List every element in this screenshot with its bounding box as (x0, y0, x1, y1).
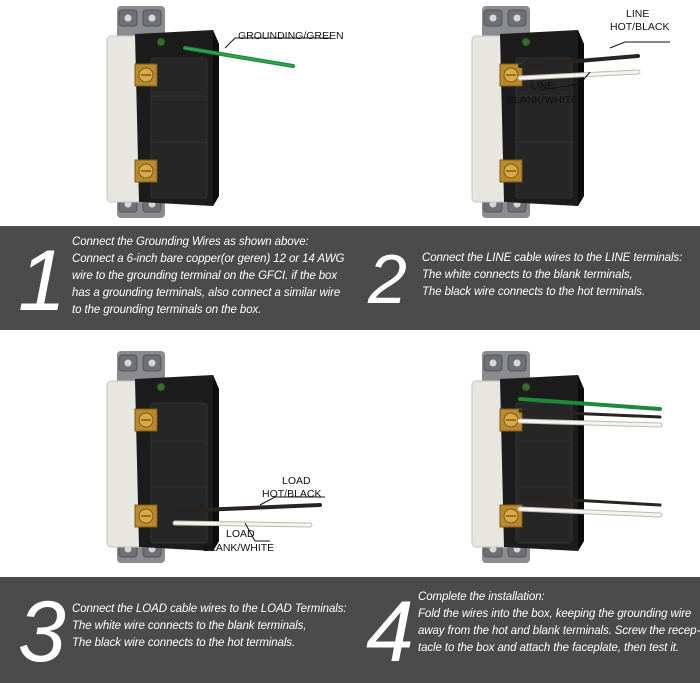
instructions-panel-top: 1 Connect the Grounding Wires as shown a… (0, 226, 700, 330)
step-number-3: 3 (18, 584, 66, 680)
callout-load-blank-1: LOAD (226, 528, 255, 540)
step-2-line: The black wire connects to the hot termi… (422, 286, 646, 298)
step-4-line: Complete the installation: (418, 591, 545, 603)
step-3-line: Connect the LOAD cable wires to the LOAD… (72, 603, 347, 615)
callout-line-hot-1: LINE (626, 8, 650, 20)
black-hot-wire (518, 54, 640, 68)
gfci-receptacle-illustration (106, 351, 325, 563)
black-hot-wire (173, 503, 322, 513)
callout-load-blank-2: BLANK/WHITE (203, 542, 275, 554)
step-number-4: 4 (366, 584, 414, 680)
gfci-receptacle-illustration (471, 6, 670, 218)
step-3-line: The white wire connects to the blank ter… (72, 620, 307, 632)
step-4-line: Fold the wires into the box, keeping the… (418, 608, 692, 620)
step-2-line: Connect the LINE cable wires to the LINE… (422, 252, 683, 264)
step-1-line: to the grounding terminals on the box. (72, 304, 262, 316)
green-ground-wire (518, 397, 662, 411)
step-number-2: 2 (368, 240, 407, 318)
white-neutral-wire (173, 521, 312, 527)
callout-line-blank-2: BLANK/WHITE (507, 94, 579, 106)
step-1-line: wire to the grounding terminal on the GF… (72, 270, 337, 282)
gfci-receptacle-illustration (471, 351, 663, 563)
step-4-text: Complete the installation: Fold the wire… (418, 589, 700, 657)
step-number-1: 1 (18, 233, 66, 329)
step-4-line: tacle to the box and attach the faceplat… (418, 642, 679, 654)
instructions-panel-bottom: 3 Connect the LOAD cable wires to the LO… (0, 577, 700, 683)
receptacle-drawing (106, 6, 219, 218)
white-neutral-wire (518, 419, 662, 427)
callout-load-hot-1: LOAD (282, 475, 311, 487)
step-1-line: Connect the Grounding Wires as shown abo… (72, 236, 309, 248)
black-hot-wire (518, 495, 662, 507)
gfci-receptacle-illustration (106, 6, 330, 218)
white-neutral-wire (518, 70, 640, 80)
step-3-text: Connect the LOAD cable wires to the LOAD… (72, 601, 347, 652)
step-2-line: The white connects to the blank terminal… (422, 269, 633, 281)
step-2-text: Connect the LINE cable wires to the LINE… (422, 250, 682, 301)
white-neutral-wire (518, 507, 662, 517)
step-1-line: Connect a 6-inch bare copper(or geren) 1… (72, 253, 345, 265)
step-1-text: Connect the Grounding Wires as shown abo… (72, 234, 344, 319)
callout-line-hot-2: HOT/BLACK (610, 21, 670, 33)
step-1-line: has a grounding terminals, also connect … (72, 287, 341, 299)
callout-line-blank-1: LINE (531, 80, 555, 92)
callout-load-hot-2: HOT/BLACK (262, 488, 322, 500)
step-3-line: The black wire connects to the hot termi… (72, 637, 296, 649)
black-hot-wire (518, 409, 662, 419)
step-4-line: away from the hot and blank terminals. S… (418, 625, 700, 637)
callout-grounding: GROUNDING/GREEN (238, 30, 344, 42)
